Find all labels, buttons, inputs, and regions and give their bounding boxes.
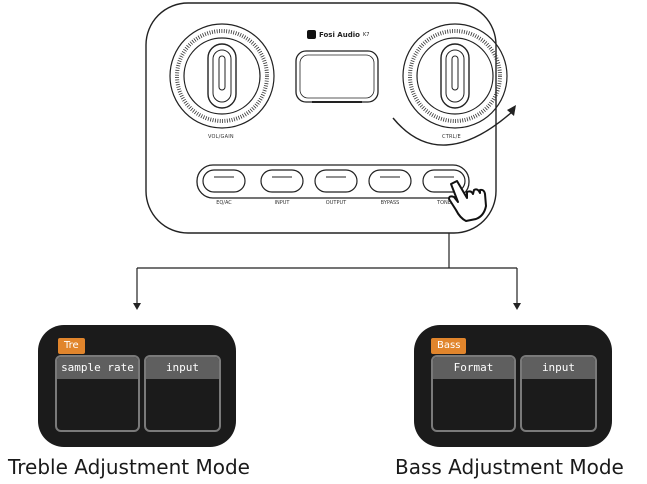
- slot-header: input: [146, 357, 219, 379]
- mode-tag-bass: Bass: [431, 338, 467, 354]
- slot-header: input: [522, 357, 595, 379]
- mode-tag-treble: Tre: [58, 338, 85, 354]
- button-label-tone: TONE: [437, 200, 451, 206]
- treble-mode-screen: Tre sample rate input: [38, 325, 236, 447]
- arrow-down-icon: [133, 303, 141, 310]
- connector-lines: [136, 233, 518, 306]
- slot-format: Format: [431, 355, 516, 432]
- device-display: [295, 50, 379, 103]
- slot-header: Format: [433, 357, 514, 379]
- slot-sample-rate: sample rate: [55, 355, 140, 432]
- arrow-down-icon: [513, 303, 521, 310]
- slot-header: sample rate: [57, 357, 138, 379]
- brand-mark-icon: [307, 30, 316, 39]
- rotate-arrow-icon: [392, 105, 516, 146]
- model-name: K7: [362, 31, 370, 38]
- button-label-eqac: EQ/AC: [216, 200, 232, 206]
- bass-mode-caption: Bass Adjustment Mode: [395, 455, 624, 479]
- bass-mode-screen: Bass Format input: [414, 325, 612, 447]
- left-knob-label: VOL/GAIN: [208, 134, 234, 140]
- right-knob-label: CTRL/E: [442, 134, 461, 140]
- slot-input: input: [144, 355, 221, 432]
- button-label-output: OUTPUT: [325, 200, 347, 206]
- control-knob: [402, 23, 508, 129]
- brand-logo: Fosi Audio K7: [307, 30, 369, 39]
- brand-name: Fosi Audio: [319, 30, 360, 39]
- hand-pointer-icon: [448, 180, 487, 222]
- button-label-input: INPUT: [274, 200, 290, 206]
- button-label-bypass: BYPASS: [380, 200, 400, 206]
- slot-input: input: [520, 355, 597, 432]
- button-bar: [196, 164, 470, 199]
- volume-knob: [169, 23, 275, 129]
- treble-mode-caption: Treble Adjustment Mode: [8, 455, 250, 479]
